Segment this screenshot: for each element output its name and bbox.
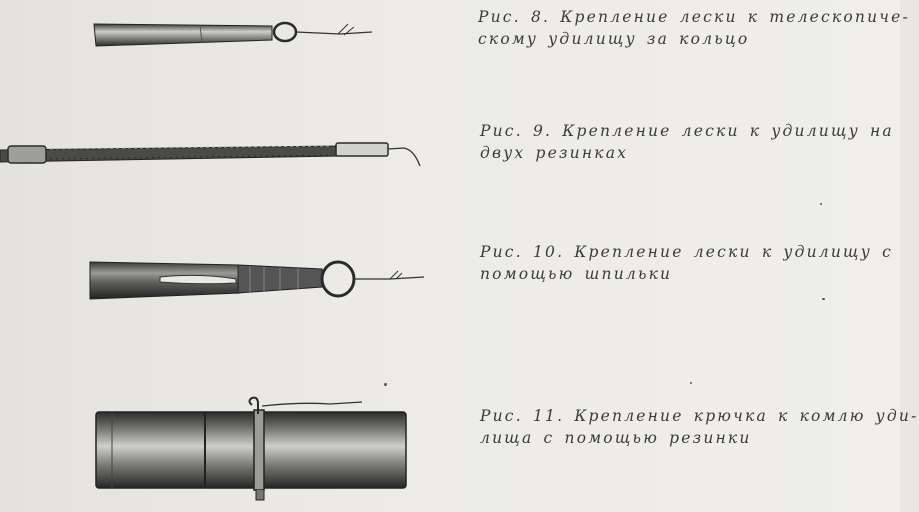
figure-8-illustration [93, 21, 373, 47]
figure-10-illustration [89, 260, 425, 300]
figure-11-caption: Рис. 11. Крепление крючка к комлю уди- л… [480, 405, 919, 449]
illustrations-column [0, 0, 440, 512]
figure-9-illustration [0, 142, 421, 167]
paper-speck [690, 382, 692, 384]
figure-9-caption: Рис. 9. Крепление лески к удилищу на дву… [480, 120, 894, 164]
band-tab [255, 490, 265, 501]
paper-speck [384, 383, 387, 386]
caption-line: помощью шпильки [480, 265, 673, 283]
butt-section [95, 411, 407, 489]
tube-seam [199, 24, 203, 44]
fishing-line [261, 401, 363, 407]
fishing-line [387, 147, 421, 167]
figure-11-illustration [95, 396, 407, 501]
tip-ring [272, 21, 298, 43]
rubber-band [253, 409, 265, 491]
pin-slot [159, 274, 237, 285]
fishing-line [354, 276, 425, 280]
line-tag [337, 23, 355, 36]
rubber-ring-2 [335, 142, 389, 157]
paper-speck [820, 203, 822, 205]
rod-shaft [0, 145, 341, 163]
rod-wrapping [49, 145, 331, 150]
caption-line: Рис. 9. Крепление лески к удилищу на [480, 122, 894, 140]
figure-8-caption: Рис. 8. Крепление лески к телескопиче- с… [478, 6, 910, 50]
figure-10-caption: Рис. 10. Крепление лески к удилищу с пом… [480, 241, 893, 285]
tip-stripes [249, 267, 299, 292]
rod-tip-tube [93, 23, 273, 47]
caption-line: Рис. 10. Крепление лески к удилищу с [480, 243, 893, 261]
caption-line: двух резинках [480, 144, 629, 162]
caption-line: скому удилищу за кольцо [478, 30, 750, 48]
rubber-ring-1 [7, 145, 47, 164]
line-tag [389, 270, 403, 280]
pin-ring [320, 260, 356, 298]
caption-line: Рис. 11. Крепление крючка к комлю уди- [480, 407, 919, 425]
hook-shank [248, 396, 259, 414]
paper-speck [822, 298, 825, 300]
caption-line: лища с помощью резинки [480, 429, 752, 447]
caption-line: Рис. 8. Крепление лески к телескопиче- [478, 8, 910, 26]
fishing-line [295, 31, 373, 35]
